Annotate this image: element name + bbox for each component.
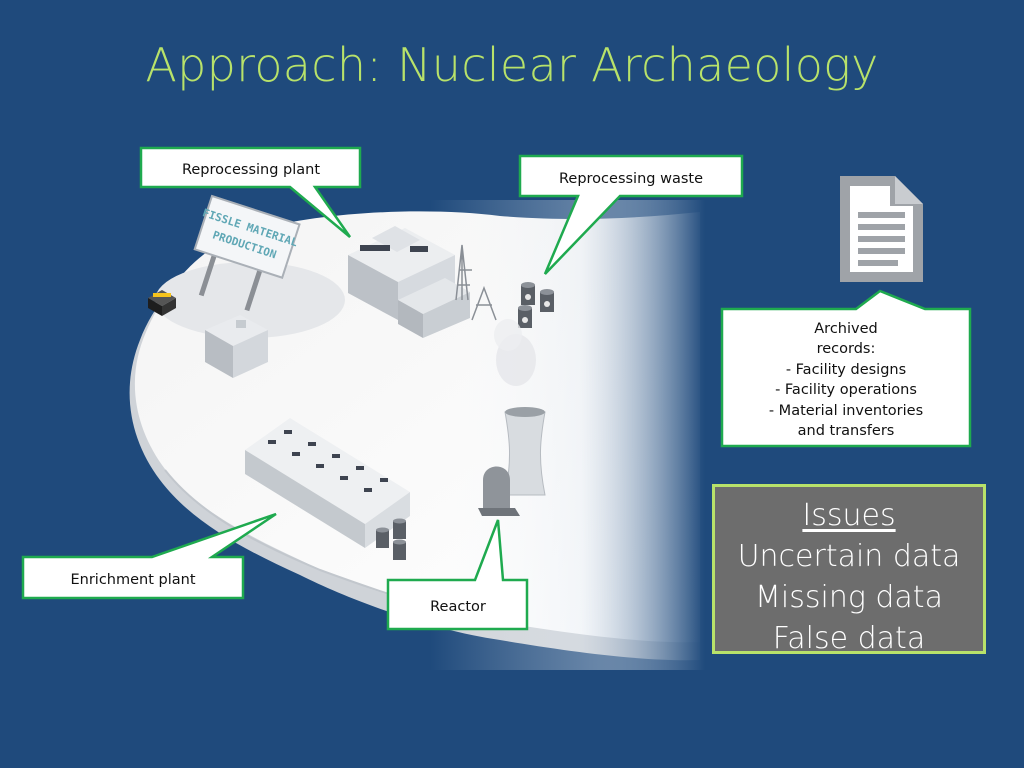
reprocessing-plant-building [348, 226, 497, 338]
billboard-post-left [198, 249, 219, 297]
reactor-dome [483, 466, 510, 508]
archive-line-4: - Facility operations [775, 382, 917, 398]
billboard-panel [193, 194, 301, 279]
callout-reprocessing-plant: Reprocessing plant [139, 146, 362, 238]
issues-box: Issues Uncertain data Missing data False… [712, 484, 986, 656]
billboard-post-right [244, 263, 265, 312]
callout-label: Enrichment plant [70, 572, 195, 588]
waste-barrel [518, 305, 532, 328]
callout-shape [21, 512, 277, 600]
archive-line-5: - Material inventories [769, 403, 923, 419]
billboard-sign: FISSLE MATERIAL PRODUCTION [193, 194, 301, 312]
reprocessing-waste-barrels [518, 282, 554, 328]
issue-item: False data [772, 621, 926, 656]
callout-enrichment-plant: Enrichment plant [21, 512, 277, 600]
waste-barrel [393, 539, 406, 560]
power-pylon [455, 244, 472, 301]
issue-item: Missing data [755, 580, 943, 615]
callout-reprocessing-waste: Reprocessing waste [518, 154, 744, 275]
issues-heading: Issues [802, 498, 896, 533]
callout-reactor: Reactor [386, 519, 529, 631]
enrichment-barrels [376, 518, 406, 560]
archive-line-1: Archived [814, 321, 877, 337]
callout-archived-records: Archived records: - Facility designs - F… [720, 289, 972, 448]
callout-shape [518, 154, 744, 275]
waste-barrel [521, 282, 535, 305]
archive-line-3: - Facility designs [786, 362, 906, 378]
island [129, 200, 705, 670]
callout-label: Reprocessing waste [559, 171, 703, 187]
document-icon [840, 176, 923, 282]
waste-barrel [393, 518, 406, 539]
archive-line-6: and transfers [798, 423, 895, 439]
issue-item: Uncertain data [737, 539, 961, 574]
page-title: Approach: Nuclear Archaeology [145, 38, 879, 92]
waste-barrel [376, 527, 389, 548]
security-kiosk [148, 290, 176, 316]
callout-shape [386, 519, 529, 631]
waste-barrel [540, 289, 554, 312]
callout-shape [139, 146, 362, 238]
cooling-tower [504, 411, 546, 496]
callout-label: Reactor [430, 599, 486, 615]
reactor-site [478, 319, 546, 516]
small-building [205, 315, 268, 378]
callout-label: Reprocessing plant [182, 162, 320, 178]
callout-shape [720, 289, 972, 448]
archive-line-2: records: [817, 341, 876, 357]
